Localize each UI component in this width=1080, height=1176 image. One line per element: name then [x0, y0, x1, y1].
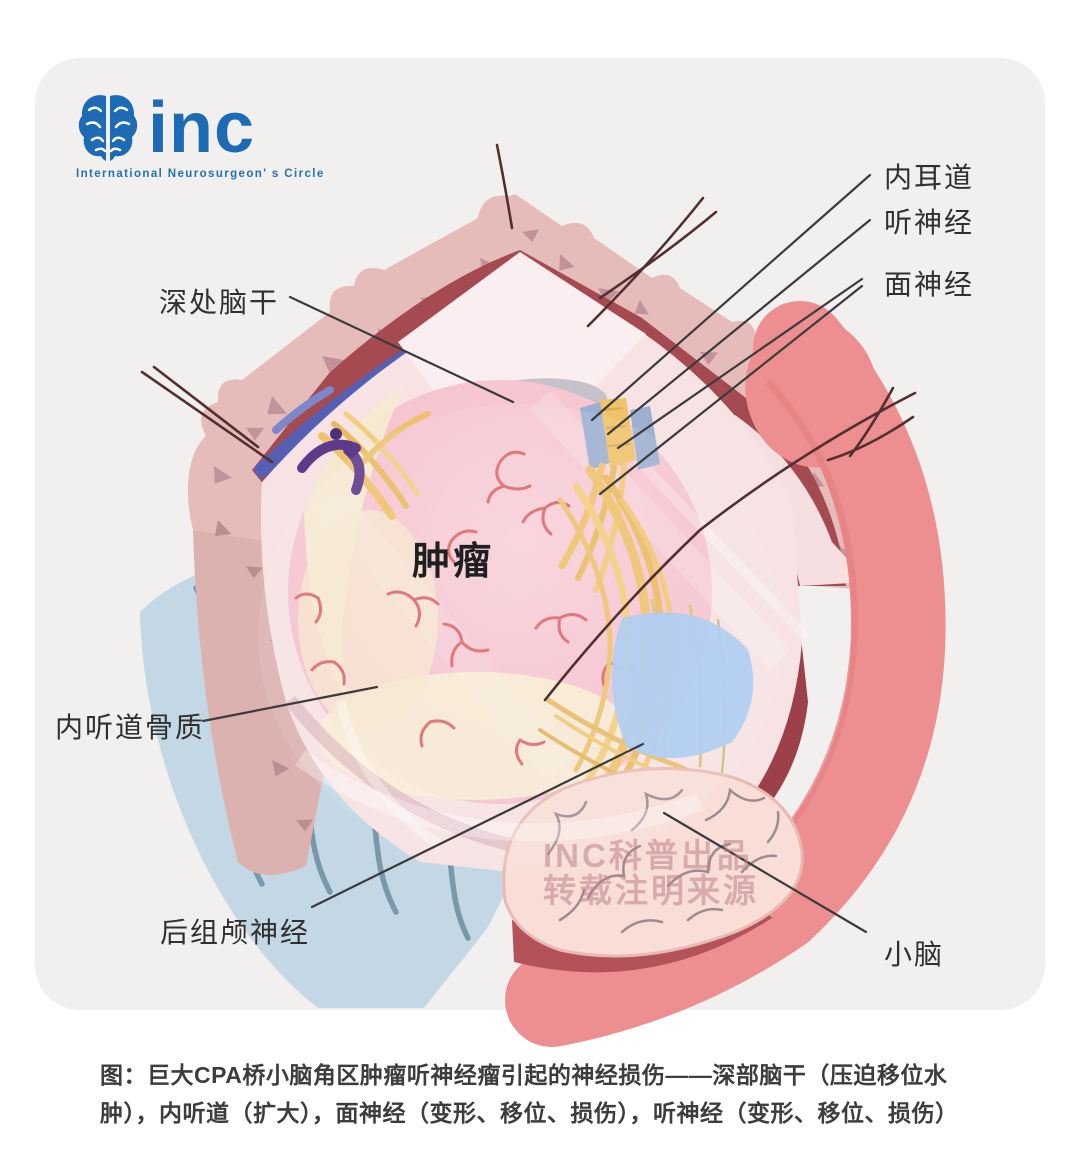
label-internal-auditory-canal: 内耳道 — [884, 162, 975, 193]
line-iac-bone — [201, 685, 379, 723]
logo-tagline: International Neurosurgeon' s Circle — [76, 168, 325, 180]
brain-icon — [78, 95, 138, 161]
csf-patch — [611, 612, 754, 759]
line-lower-cranial-nerves — [310, 742, 645, 909]
tumor-vessels — [294, 450, 638, 766]
suture-threads — [140, 143, 917, 702]
label-facial-nerve: 面神经 — [884, 269, 975, 300]
arachnoid-overlay — [258, 404, 782, 868]
line-deep-brainstem — [288, 295, 515, 404]
label-tumor: 肿瘤 — [412, 541, 495, 583]
watermark: INC科普出品 转载注明来源 — [543, 837, 759, 909]
line-auditory-nerve — [606, 218, 872, 436]
line-facial-nerve-1 — [616, 277, 864, 450]
label-iac-bone: 内听道骨质 — [55, 712, 206, 743]
figure-caption: 图：巨大CPA桥小脑角区肿瘤听神经瘤引起的神经损伤——深部脑干（压迫移位水肿），… — [100, 1062, 959, 1126]
purple-vessel — [297, 428, 365, 495]
label-deep-brainstem: 深处脑干 — [159, 287, 280, 318]
iac-canal — [580, 398, 660, 470]
watermark-line2: 转载注明来源 — [543, 872, 759, 909]
label-lower-cranial-nerves: 后组颅神经 — [160, 917, 311, 948]
logo-brand-text: inc — [148, 88, 256, 168]
line-cerebellum — [662, 811, 868, 934]
watermark-line1: INC科普出品 — [543, 837, 753, 874]
cerebellum-group — [502, 767, 804, 973]
inc-logo: inc International Neurosurgeon' s Circle — [76, 90, 336, 185]
callout-lines — [201, 173, 872, 934]
line-facial-nerve-2 — [598, 284, 864, 496]
label-cerebellum: 小脑 — [884, 939, 945, 970]
label-auditory-nerve: 听神经 — [884, 207, 975, 238]
line-iac — [590, 173, 872, 422]
